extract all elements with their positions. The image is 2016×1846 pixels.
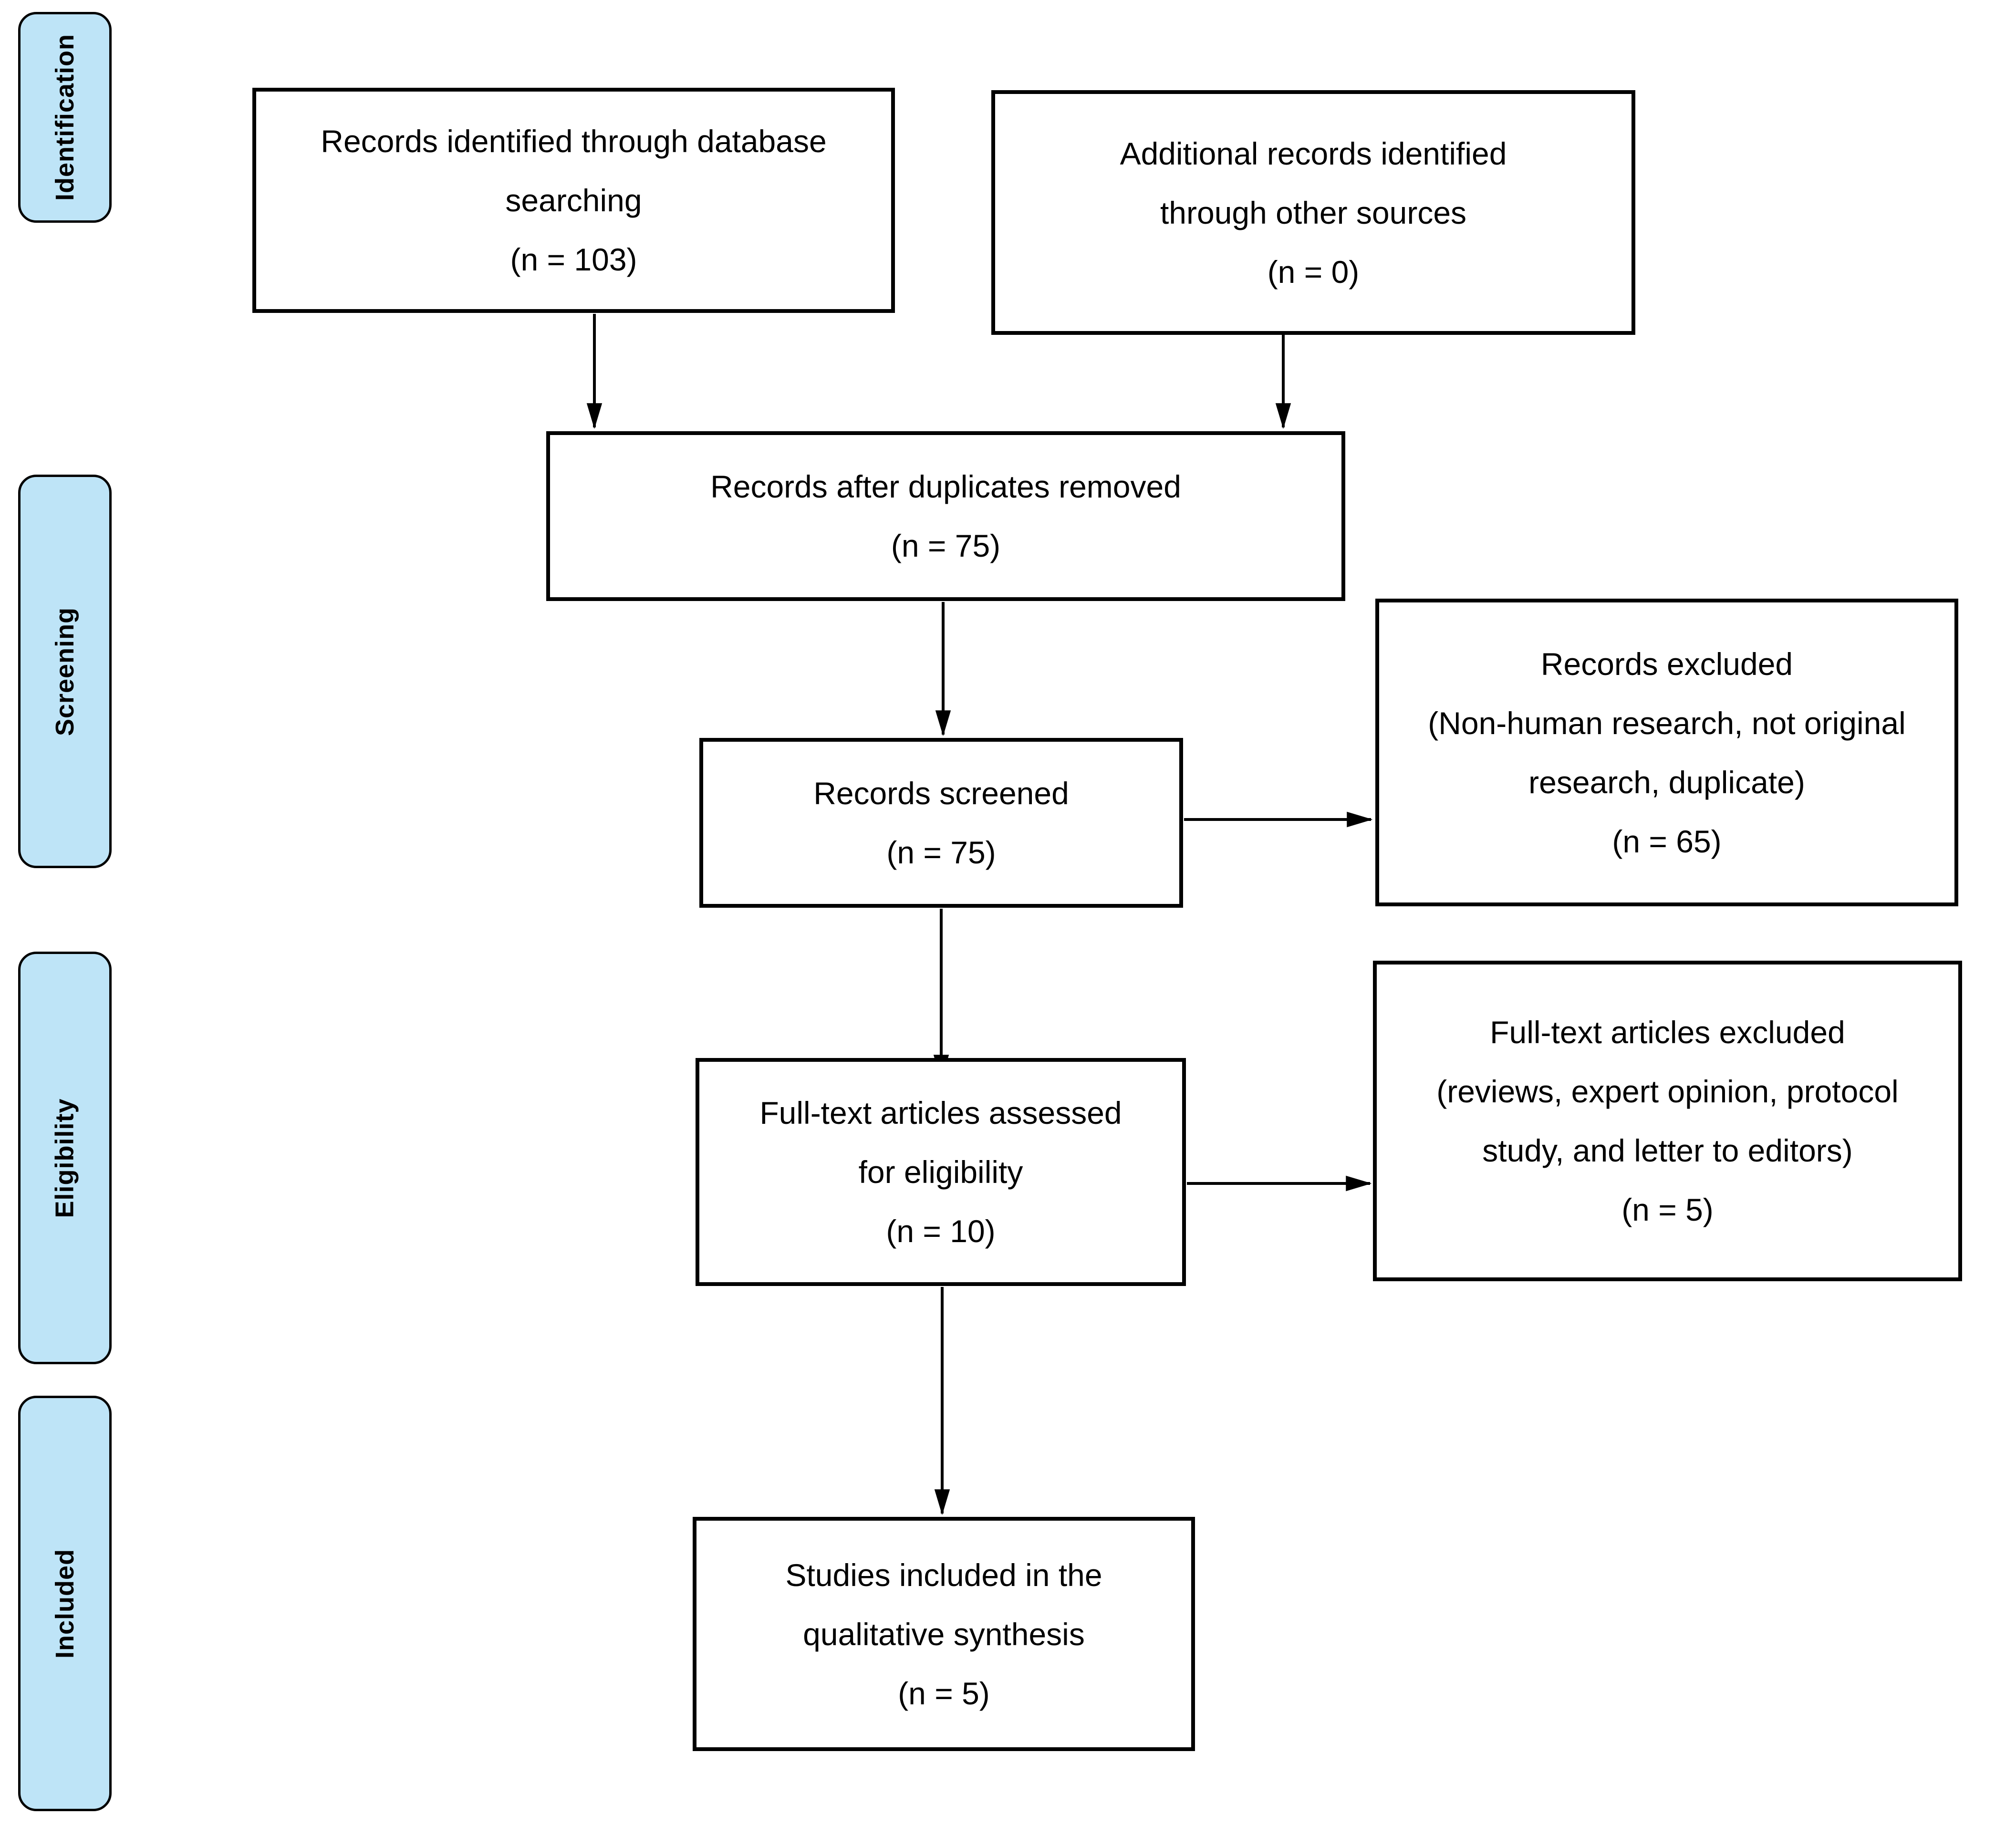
box-additional-records-count: (n = 0): [1267, 254, 1360, 290]
stage-eligibility-label: Eligibility: [51, 1098, 79, 1218]
stage-included-label: Included: [51, 1548, 80, 1659]
stage-screening-label: Screening: [51, 607, 79, 736]
box-records-identified-line-2: searching: [505, 183, 642, 218]
box-studies-included-line-1: Studies included in the: [785, 1557, 1102, 1593]
stage-eligibility: Eligibility: [18, 952, 112, 1364]
box-records-screened-count: (n = 75): [886, 835, 996, 870]
box-fulltext-excluded-line-1: Full-text articles excluded: [1490, 1015, 1845, 1050]
box-records-after-duplicates-count: (n = 75): [891, 528, 1001, 563]
box-records-excluded-line-1: Records excluded: [1540, 646, 1793, 682]
box-records-excluded-line-3: research, duplicate): [1528, 764, 1805, 800]
box-records-after-duplicates: Records after duplicates removed (n = 75…: [546, 431, 1345, 601]
box-records-excluded: Records excluded (Non-human research, no…: [1375, 599, 1958, 906]
box-records-excluded-line-2: (Non-human research, not original: [1428, 705, 1906, 741]
box-fulltext-excluded-line-3: study, and letter to editors): [1482, 1133, 1853, 1168]
box-records-identified-count: (n = 103): [510, 242, 637, 277]
box-records-identified: Records identified through database sear…: [252, 88, 895, 313]
box-records-excluded-count: (n = 65): [1612, 823, 1722, 859]
box-additional-records: Additional records identified through ot…: [991, 90, 1635, 335]
box-fulltext-assessed-line-2: for eligibility: [858, 1154, 1023, 1190]
stage-identification: Identification: [18, 12, 112, 223]
box-studies-included-line-2: qualitative synthesis: [803, 1616, 1085, 1652]
box-studies-included-count: (n = 5): [898, 1675, 990, 1711]
box-fulltext-excluded-count: (n = 5): [1621, 1192, 1714, 1227]
box-records-screened: Records screened (n = 75): [699, 738, 1183, 908]
stage-screening: Screening: [18, 475, 112, 868]
box-fulltext-assessed-count: (n = 10): [886, 1213, 996, 1249]
stage-identification-label: Identification: [51, 34, 79, 201]
box-records-after-duplicates-line-1: Records after duplicates removed: [710, 469, 1181, 504]
box-fulltext-assessed: Full-text articles assessed for eligibil…: [696, 1058, 1186, 1286]
box-fulltext-assessed-line-1: Full-text articles assessed: [759, 1095, 1122, 1130]
box-fulltext-excluded-line-2: (reviews, expert opinion, protocol: [1436, 1074, 1899, 1109]
box-records-identified-line-1: Records identified through database: [321, 124, 827, 159]
stage-included: Included: [18, 1396, 112, 1811]
box-fulltext-excluded: Full-text articles excluded (reviews, ex…: [1373, 961, 1962, 1281]
box-additional-records-line-1: Additional records identified: [1120, 135, 1507, 171]
box-additional-records-line-2: through other sources: [1160, 195, 1467, 230]
box-studies-included: Studies included in the qualitative synt…: [693, 1517, 1195, 1751]
box-records-screened-line-1: Records screened: [813, 776, 1069, 811]
